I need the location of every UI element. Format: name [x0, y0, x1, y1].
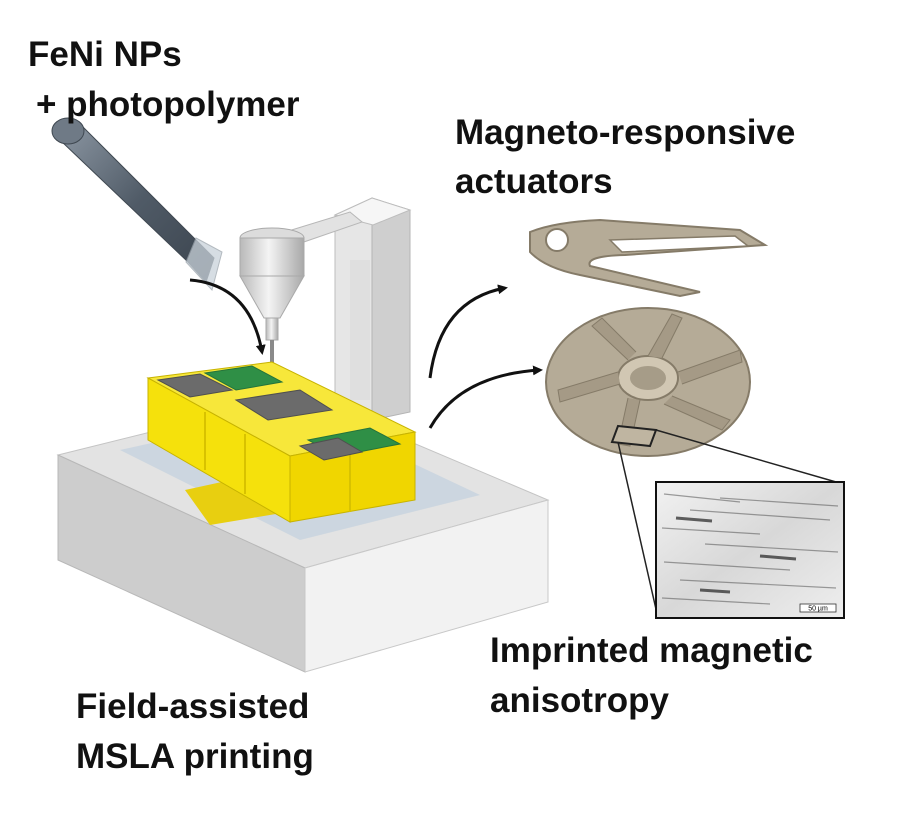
resin-vat: [146, 361, 417, 525]
process-arrows: [189, 278, 543, 429]
print-head: [239, 211, 364, 385]
actuators-label-line1: Magneto-responsive: [455, 113, 796, 152]
micrograph-inset: 50 µm: [655, 481, 845, 619]
disc-actuator: [545, 307, 751, 457]
zoom-lines: [617, 429, 844, 619]
actuators-label-line2: actuators: [455, 162, 613, 201]
printing-label-line1: Field-assisted: [76, 687, 310, 726]
ink-label-line2: + photopolymer: [36, 85, 300, 124]
anisotropy-label-line2: anisotropy: [490, 681, 669, 720]
gripper-actuator: [529, 218, 769, 298]
scale-bar-label: 50 µm: [808, 606, 828, 613]
ink-tube: [51, 117, 223, 292]
printing-label-line2: MSLA printing: [76, 737, 314, 776]
ink-label-line1: FeNi NPs: [28, 35, 182, 74]
printer-column: [333, 197, 412, 433]
anisotropy-label-line1: Imprinted magnetic: [490, 631, 813, 670]
